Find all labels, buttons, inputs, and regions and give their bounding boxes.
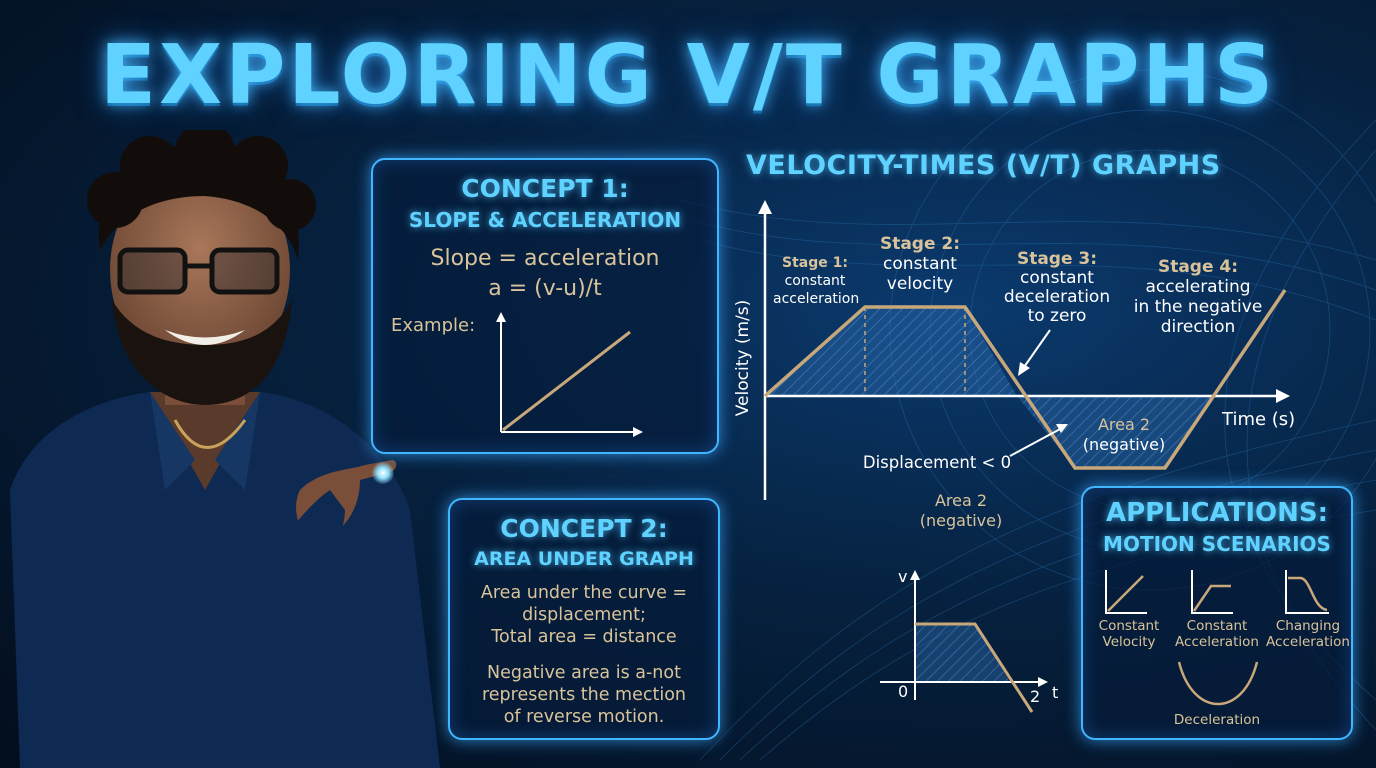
stage3-label: Stage 3: constant deceleration to zero <box>1000 250 1114 326</box>
example-x-arrow <box>633 427 643 437</box>
vt-y-axis-label: Velocity (m/s) <box>733 300 753 417</box>
app-item-constant-velocity: Constant Velocity <box>1089 618 1169 650</box>
app-item-changing-acceleration: Changing Acceleration <box>1265 618 1351 650</box>
concept1-subtitle: SLOPE & ACCELERATION <box>408 208 682 232</box>
stage4-line2: in the negative <box>1133 297 1263 317</box>
applications-panel: APPLICATIONS: MOTION SCENARIOS Constant … <box>1081 486 1353 740</box>
concept2-body-line1: Area under the curve = <box>480 583 688 603</box>
presenter-illustration <box>10 130 440 768</box>
stage4-line1: accelerating <box>1145 277 1251 297</box>
app-item3-line1: Changing <box>1275 618 1341 634</box>
stage3-line2: deceleration <box>1003 287 1111 307</box>
concept2-panel: CONCEPT 2: AREA UNDER GRAPH Area under t… <box>448 498 720 740</box>
concept1-example-graph <box>496 312 643 437</box>
mini-y-label: v <box>898 567 907 586</box>
mini-x-label: t <box>1052 683 1058 702</box>
stage3-pointer <box>1021 329 1051 371</box>
changing-acceleration-graph-icon <box>1285 570 1329 614</box>
stage1-label: Stage 1: constant acceleration <box>773 254 860 308</box>
concept2-body-line4: Negative area is a-not <box>487 663 681 683</box>
vt-x-arrow <box>1276 389 1290 403</box>
area2b-label: Area 2 (negative) <box>906 491 1016 531</box>
app-item1-line1: Constant <box>1098 618 1160 634</box>
stage2-line1: constant <box>883 254 957 274</box>
applications-title: APPLICATIONS: <box>1105 498 1329 528</box>
area2b-line1: Area 2 <box>934 491 988 510</box>
concept2-body-line5: represents the mection <box>481 685 687 705</box>
pointer-glow <box>372 462 394 484</box>
stage1-line1: constant <box>784 273 846 289</box>
mini-origin-label: 0 <box>898 682 908 701</box>
vt-x-axis-label: Time (s) <box>1221 409 1295 430</box>
displacement-pointer <box>1009 427 1063 457</box>
stage3-head: Stage 3: <box>1016 249 1098 269</box>
mini-curve <box>915 622 1034 713</box>
concept2-body-line2: displacement; <box>522 605 646 625</box>
main-title: EXPLORING V/T GRAPHS <box>99 28 1277 123</box>
stage3-line1: constant <box>1020 268 1094 288</box>
constant-velocity-graph-icon <box>1105 570 1147 614</box>
concept1-formula-slope: Slope = acceleration <box>430 246 660 271</box>
positive-area <box>765 307 1017 396</box>
app-item3-line2: Acceleration <box>1266 634 1350 650</box>
area2-line2: (negative) <box>1082 435 1166 454</box>
vt-y-arrow <box>758 200 772 214</box>
mini-positive-area <box>915 624 1010 682</box>
concept1-example-label: Example: <box>391 315 476 336</box>
concept1-formula-acceleration: a = (v-u)/t <box>488 276 602 301</box>
vt-graph-title: VELOCITY-TIMES (V/T) GRAPHS <box>746 150 1221 181</box>
stage4-label: Stage 4: accelerating in the negative di… <box>1130 257 1266 337</box>
stage4-line3: direction <box>1160 317 1236 337</box>
applications-subtitle: MOTION SCENARIOS <box>1103 532 1331 556</box>
velocity-curve <box>763 289 1287 470</box>
app-item-constant-acceleration: Constant Acceleration <box>1169 618 1265 650</box>
area2-label: Area 2 (negative) <box>1068 415 1180 455</box>
app-item2-line2: Acceleration <box>1175 634 1259 650</box>
example-line <box>502 330 631 432</box>
stage1-head: Stage 1: <box>782 255 848 271</box>
negative-area <box>1017 396 1215 468</box>
stage2-line2: velocity <box>886 274 954 294</box>
deceleration-graph-icon <box>1177 661 1259 706</box>
concept2-subtitle: AREA UNDER GRAPH <box>474 548 694 570</box>
app-item2-line1: Constant <box>1186 618 1248 634</box>
concept1-panel: CONCEPT 1: SLOPE & ACCELERATION Slope = … <box>371 158 719 454</box>
stage4-head: Stage 4: <box>1157 257 1239 277</box>
concept1-title: CONCEPT 1: <box>461 174 629 203</box>
app-item1-line2: Velocity <box>1102 634 1156 650</box>
stage2-head: Stage 2: <box>879 234 961 254</box>
stage3-line3: to zero <box>1027 306 1087 326</box>
displacement-note: Displacement < 0 <box>862 453 1012 472</box>
area2b-line2: (negative) <box>919 511 1003 530</box>
example-y-arrow <box>496 312 506 322</box>
stage2-label: Stage 2: constant velocity <box>872 234 968 294</box>
mini-tick-label: 2 <box>1030 687 1040 706</box>
constant-acceleration-graph-icon <box>1191 570 1233 614</box>
concept2-body-line3: Total area = distance <box>491 627 677 647</box>
stage1-line2: acceleration <box>773 291 860 307</box>
area2-line1: Area 2 <box>1097 415 1151 434</box>
concept2-title: CONCEPT 2: <box>500 514 668 543</box>
concept2-body-line6: of reverse motion. <box>503 707 665 727</box>
app-item-deceleration: Deceleration <box>1173 712 1261 728</box>
